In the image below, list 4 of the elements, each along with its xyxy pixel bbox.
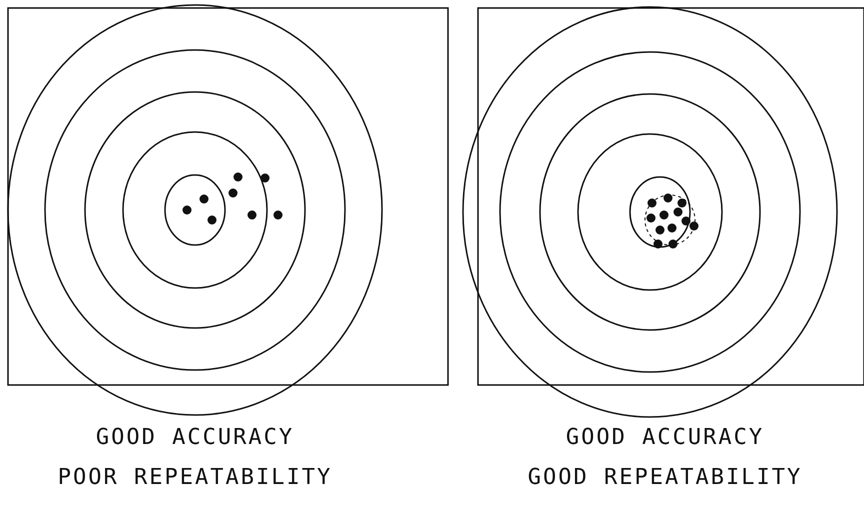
caption: GOOD ACCURACY	[566, 425, 764, 450]
caption: GOOD ACCURACY	[96, 425, 294, 450]
caption: GOOD REPEATABILITY	[528, 465, 802, 490]
caption: POOR REPEATABILITY	[58, 465, 332, 490]
